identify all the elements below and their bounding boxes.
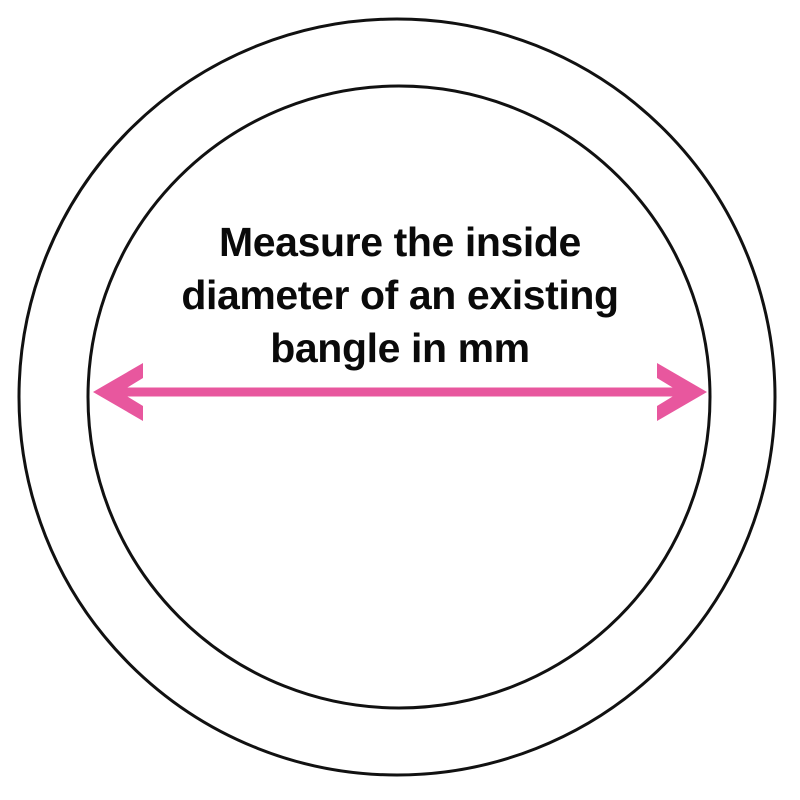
- instruction-line-2: diameter of an existing: [181, 272, 619, 318]
- bangle-outer-edge-circle: [17, 17, 777, 777]
- instruction-line-1: Measure the inside: [219, 219, 581, 265]
- arrow-head-left-icon: [93, 363, 143, 421]
- inside-diameter-arrow-group: [93, 363, 707, 421]
- arrow-head-right-icon: [657, 363, 707, 421]
- instruction-text-block: Measure the inside diameter of an existi…: [0, 216, 800, 375]
- instruction-line-3: bangle in mm: [270, 325, 530, 371]
- bangle-inner-edge-circle: [86, 84, 712, 710]
